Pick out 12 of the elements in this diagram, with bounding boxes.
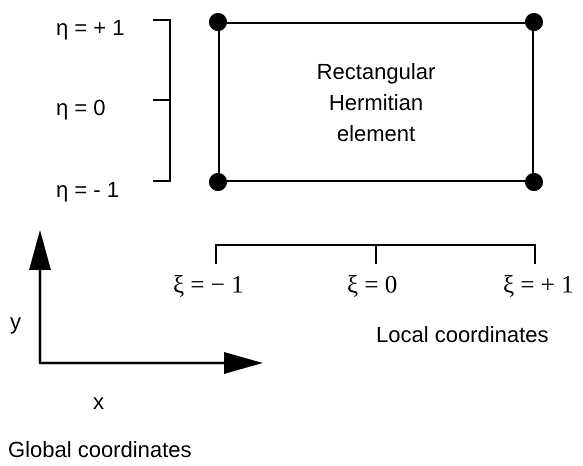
xi-label: ξ = 0 [347,272,398,298]
eta-label: η = + 1 [56,17,125,39]
xi-label: ξ = + 1 [503,272,574,298]
axis-label: y [10,311,21,333]
element-label: Rectangular Hermitian element [316,58,436,148]
caption: Local coordinates [376,324,548,346]
element-rectangle [218,22,534,182]
axis-label: x [93,391,104,413]
eta-label: η = 0 [56,97,106,119]
eta-label: η = - 1 [56,179,119,201]
xi-label: ξ = − 1 [173,272,244,298]
caption: Global coordinates [8,439,192,461]
